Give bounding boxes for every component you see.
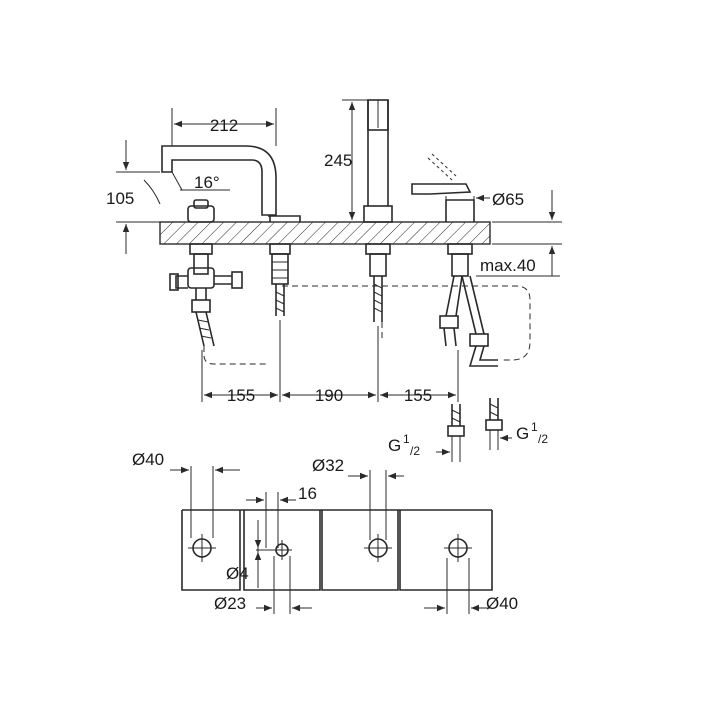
deck-plate <box>181 510 493 591</box>
dimension-65: Ø65 <box>445 190 524 218</box>
hole-centerlines <box>188 534 472 562</box>
diverter-valve <box>169 199 243 347</box>
connector-right-g: G <box>516 424 529 443</box>
dim-40-right-label: Ø40 <box>486 594 518 613</box>
top-view: Ø40 Ø32 16 Ø4 <box>132 450 518 614</box>
spout <box>161 145 301 316</box>
connector-right-sub: /2 <box>538 432 548 446</box>
dim-16deg-label: 16° <box>194 173 220 192</box>
dimension-16: 16 <box>246 484 317 548</box>
dim-155-right-label: 155 <box>404 386 432 405</box>
dim-32-label: Ø32 <box>312 456 344 475</box>
dim-4-label: Ø4 <box>226 564 249 583</box>
connector-g12-left: G 1 /2 <box>388 404 465 462</box>
dimension-23: Ø23 <box>214 556 312 614</box>
dim-40-left-label: Ø40 <box>132 450 164 469</box>
handshower <box>363 99 393 322</box>
connector-g12-right: G 1 /2 <box>485 398 548 450</box>
side-view: 212 105 16° 245 Ø65 <box>106 99 562 462</box>
dim-105-label: 105 <box>106 189 134 208</box>
dim-190-label: 190 <box>315 386 343 405</box>
dim-max40-label: max.40 <box>480 256 536 275</box>
dimension-4: Ø4 <box>226 520 276 588</box>
dim-16-label: 16 <box>298 484 317 503</box>
dimension-spacing: 155 190 155 <box>201 320 459 405</box>
dim-155-left-label: 155 <box>227 386 255 405</box>
hose-path <box>203 285 531 365</box>
dim-23-label: Ø23 <box>214 594 246 613</box>
dimension-40-right: Ø40 <box>424 558 518 614</box>
dimension-32: Ø32 <box>312 456 404 540</box>
connector-left-sup: 1 <box>403 432 410 446</box>
dimension-245: 245 <box>324 99 368 220</box>
dim-65-label: Ø65 <box>492 190 524 209</box>
dimension-105: 105 <box>106 140 183 254</box>
dimension-max40: max.40 <box>476 190 562 277</box>
deck-section <box>159 221 491 245</box>
dimension-212: 212 <box>171 108 277 146</box>
connector-right-sup: 1 <box>531 420 538 434</box>
connector-left-g: G <box>388 436 401 455</box>
dimension-40-left: Ø40 <box>132 450 240 538</box>
connector-left-sub: /2 <box>410 444 420 458</box>
dim-245-label: 245 <box>324 151 352 170</box>
dim-212-label: 212 <box>210 116 238 135</box>
